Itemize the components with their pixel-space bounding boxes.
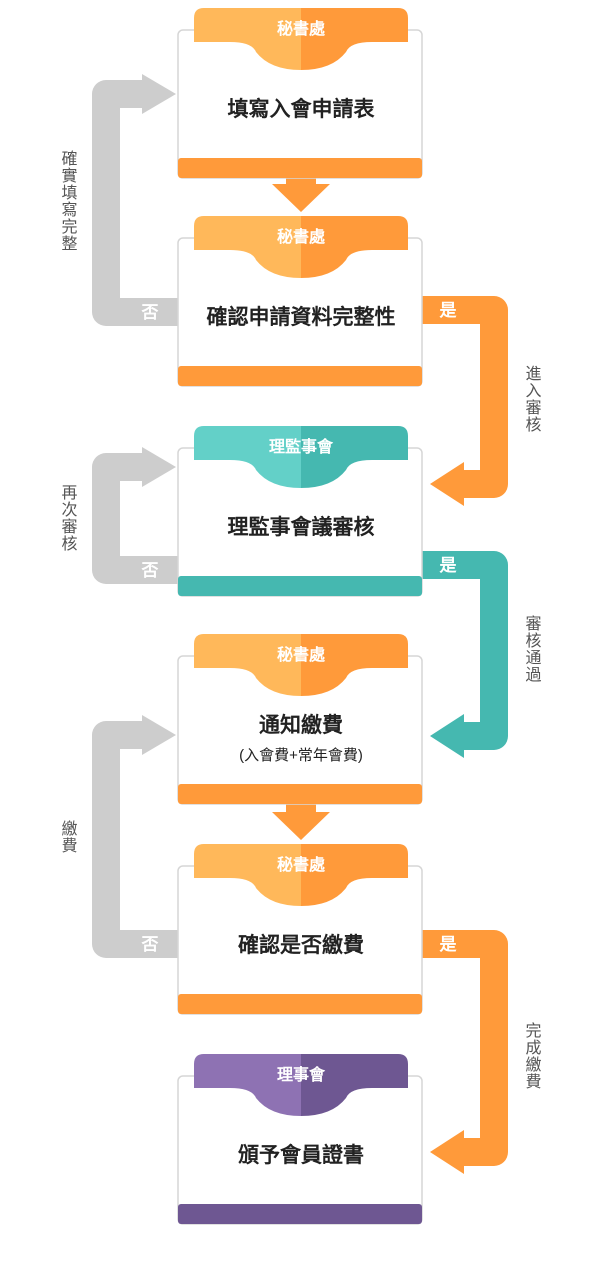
- step-title: 確認申請資料完整性: [207, 305, 396, 329]
- step-bottom-bar: [178, 576, 422, 596]
- branch-review-passed: [422, 551, 508, 758]
- department-tab: [194, 634, 408, 696]
- no-label-1: 否: [141, 303, 159, 323]
- yes-label-1: 是: [440, 301, 457, 321]
- branch-label-enter-review: 進入審核: [523, 365, 542, 433]
- branch-enter-review: [422, 296, 508, 506]
- department-label: 理監事會: [269, 437, 334, 456]
- steps: 秘書處填寫入會申請表秘書處確認申請資料完整性理監事會理監事會議審核秘書處通知繳費…: [177, 8, 423, 1225]
- branch-arrowhead-icon: [430, 462, 464, 506]
- branch-label-payment-done: 完成繳費: [523, 1022, 542, 1090]
- department-label: 秘書處: [277, 645, 326, 664]
- department-tab: [194, 426, 408, 488]
- loop-label-review-again: 再次審核: [59, 484, 78, 552]
- loop-arrowhead-icon: [142, 447, 176, 487]
- no-label-3: 否: [141, 935, 159, 955]
- step-subtitle: (入會費+常年會費): [239, 747, 363, 764]
- step-bottom-bar: [178, 366, 422, 386]
- step-bottom-bar: [178, 158, 422, 178]
- down-arrow-icon: [272, 812, 330, 840]
- yes-label-2: 是: [440, 556, 457, 576]
- step-bottom-bar: [178, 1204, 422, 1224]
- loop-arrowhead-icon: [142, 715, 176, 755]
- step-title: 通知繳費: [259, 713, 343, 737]
- loop-pay-fee: [92, 715, 178, 958]
- department-tab: [194, 1054, 408, 1116]
- step-title: 確認是否繳費: [238, 933, 364, 957]
- loop-redo-application: [92, 74, 178, 326]
- no-label-2: 否: [141, 561, 159, 581]
- loop-review-again: [92, 447, 178, 584]
- step-title: 填寫入會申請表: [228, 97, 376, 121]
- step-bottom-bar: [178, 994, 422, 1014]
- branch-payment-done: [422, 930, 508, 1174]
- loop-label-pay-fee: 繳費: [59, 820, 78, 854]
- down-arrow-2: [272, 804, 330, 840]
- department-tab: [194, 8, 408, 70]
- step-title: 頒予會員證書: [237, 1143, 364, 1167]
- step-title: 理監事會議審核: [228, 515, 375, 539]
- department-tab: [194, 216, 408, 278]
- department-label: 秘書處: [277, 855, 326, 874]
- step-bottom-bar: [178, 784, 422, 804]
- loop-label-redo-application: 確實填寫完整: [59, 150, 78, 252]
- branch-arrowhead-icon: [430, 1130, 464, 1174]
- branch-label-review-passed: 審核通過: [523, 615, 542, 683]
- branch-arrowhead-icon: [430, 714, 464, 758]
- department-tab: [194, 844, 408, 906]
- down-arrow-icon: [272, 184, 330, 212]
- loop-arrowhead-icon: [142, 74, 176, 114]
- yes-label-3: 是: [440, 935, 457, 955]
- department-label: 理事會: [277, 1065, 326, 1084]
- department-label: 秘書處: [277, 227, 326, 246]
- down-arrow-1: [272, 176, 330, 212]
- department-label: 秘書處: [277, 19, 326, 38]
